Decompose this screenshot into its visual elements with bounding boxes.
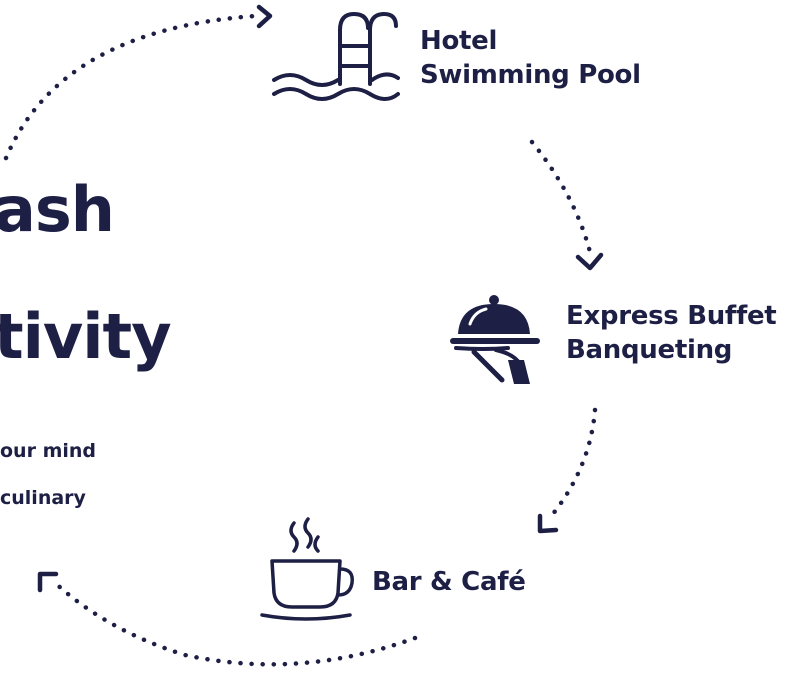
subtext-line-1: our mind <box>0 440 97 462</box>
buffet-label-line-2: Banqueting <box>566 335 733 365</box>
subtext-line-2: culinary <box>0 487 86 509</box>
arrow-path-cafe-to-start <box>49 577 418 667</box>
cloche-waiter-icon <box>450 295 540 384</box>
arrow-path-to-pool <box>3 13 258 161</box>
cafe-step-label: Bar & Café <box>372 567 526 597</box>
arrow-head-to-start <box>37 571 59 593</box>
arrow-path-pool-to-buffet <box>529 139 593 255</box>
pool-step-label: Hotel Swimming Pool <box>420 24 641 92</box>
arrow-head-to-cafe <box>537 513 559 534</box>
arrow-path-buffet-to-cafe <box>545 407 598 523</box>
headline-line-2: tivity <box>0 300 172 373</box>
arrow-head-to-buffet <box>575 252 604 271</box>
headline-line-1: ash <box>0 173 115 246</box>
coffee-cup-icon <box>260 517 354 621</box>
buffet-step-label: Express Buffet Banqueting <box>566 299 777 367</box>
buffet-label-line-1: Express Buffet <box>566 301 777 331</box>
arrow-head-to-pool <box>256 4 273 29</box>
pool-label-line-1: Hotel <box>420 26 498 56</box>
swimming-pool-icon <box>272 12 400 101</box>
pool-label-line-2: Swimming Pool <box>420 60 641 90</box>
